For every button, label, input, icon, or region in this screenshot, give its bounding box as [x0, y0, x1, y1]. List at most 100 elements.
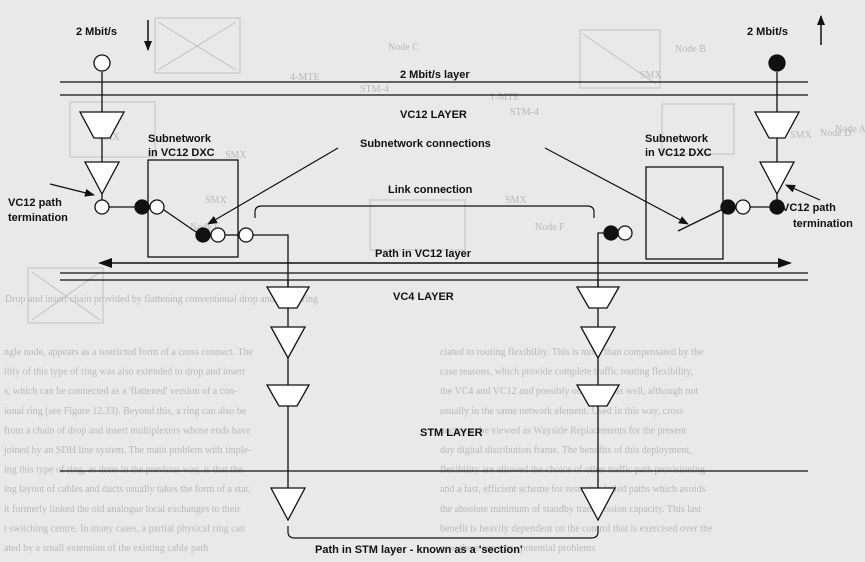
bg-smx-label: 4-MTE — [290, 72, 319, 83]
bg-smx-label: SMX — [790, 130, 812, 141]
link-line-right — [597, 232, 604, 287]
bg-text-line: joined by an SDH line system. The main p… — [3, 445, 251, 456]
adaptation-trapezoid-icon — [575, 286, 621, 309]
bg-text-line: the VC4 and VC12 and possibly other VCs … — [440, 386, 699, 397]
termination-triangle-icon — [269, 326, 307, 360]
adaptation-trapezoid-icon — [753, 111, 801, 139]
filled-circle-icon — [134, 199, 150, 215]
subnetwork-connection-line — [677, 209, 722, 232]
bg-smx-label: SMX — [205, 195, 227, 206]
subnetwork-connections-label: Subnetwork connections — [360, 138, 491, 150]
subnet-right-line2: in VC12 DXC — [645, 147, 712, 159]
subnet-right-line1: Subnetwork — [645, 133, 709, 145]
link-line-left — [253, 234, 289, 287]
callout-arrow — [544, 147, 689, 225]
bg-left-column: ngle node, appears as a restricted form … — [3, 347, 253, 554]
bg-smx-label: SMX — [640, 70, 662, 81]
link-connection-label: Link connection — [388, 184, 473, 196]
subnetwork-connection-line — [163, 209, 197, 233]
bg-text-line: now there are some potential problems — [440, 543, 595, 554]
bg-text-line: ated by a small extension of the existin… — [4, 543, 208, 554]
adaptation-trapezoid-icon — [265, 384, 311, 407]
bg-text-line: the absolute minimum of standby transmis… — [440, 504, 701, 515]
open-circle-icon — [94, 199, 110, 215]
layer-2m-label: 2 Mbit/s layer — [400, 69, 470, 81]
filled-circle-icon — [768, 54, 786, 72]
bg-text-line: ngle node, appears as a restricted form … — [4, 347, 253, 358]
bg-node-label: Node D — [820, 128, 851, 139]
rate-label-left: 2 Mbit/s — [76, 26, 117, 38]
adaptation-trapezoid-icon — [265, 286, 311, 309]
subnet-left-line2: in VC12 DXC — [148, 147, 215, 159]
open-circle-icon — [735, 199, 751, 215]
bg-shapes — [27, 17, 735, 324]
path-stm-label: Path in STM layer - known as a 'section' — [315, 544, 523, 556]
subnetwork-box-left — [147, 159, 239, 258]
term-left-line1: VC12 path — [8, 197, 62, 209]
bg-smx-label: STM-4 — [360, 84, 389, 95]
callout-arrow — [207, 147, 339, 225]
open-circle-icon — [149, 199, 165, 215]
bg-text-line: benefit is heavily dependent on the cont… — [440, 523, 713, 534]
filled-circle-icon — [720, 199, 736, 215]
termination-triangle-icon — [758, 161, 796, 196]
term-right-line2: termination — [793, 218, 853, 230]
bg-text-line: from a chain of drop and insert multiple… — [4, 425, 251, 436]
pointer-arrow — [785, 184, 821, 201]
bg-text-line: ing this type of ring, as done in the pr… — [4, 465, 243, 476]
bg-text-line: flexibility are allowed the choice of ot… — [440, 465, 705, 476]
layer-vc12-label: VC12 LAYER — [400, 109, 467, 121]
open-circle-icon — [617, 225, 633, 241]
bg-text-line: s, which can be connected as a 'flattene… — [4, 386, 238, 397]
bg-smx-label: SMX — [225, 150, 247, 161]
bg-text-line: t switching centre. In many cases, a par… — [4, 523, 245, 534]
bg-text-line: ional ring (see Figure 12.33). Beyond th… — [4, 406, 247, 417]
bg-node-label: Node C — [388, 42, 419, 53]
subnetwork-box-right — [645, 166, 724, 260]
bg-caption: Drop and insert chain provided by flatte… — [5, 294, 318, 305]
bg-node-label: Node A — [835, 124, 865, 135]
bg-text-line: nects can be viewed as Wayside Replaceme… — [440, 425, 687, 436]
layer-vc4-label: VC4 LAYER — [393, 291, 454, 303]
termination-triangle-icon — [269, 487, 307, 522]
bg-smx-label: SMX — [505, 195, 527, 206]
filled-circle-icon — [195, 227, 211, 243]
bg-text-line: ility of this type of ring was also exte… — [4, 367, 245, 378]
layer-stm-label: STM LAYER — [420, 427, 483, 439]
open-circle-icon — [238, 227, 254, 243]
adaptation-trapezoid-icon — [78, 111, 126, 139]
bg-smx-label: STM-4 — [510, 107, 539, 118]
bg-text-line: case reasons, which provide complete tra… — [440, 367, 693, 378]
pointer-arrow — [49, 183, 95, 197]
bg-text-line: day digital distribution frame. The bene… — [440, 445, 691, 456]
termination-triangle-icon — [579, 326, 617, 360]
term-right-line1: VC12 path — [782, 202, 836, 214]
stm-path-bracket — [287, 526, 599, 539]
term-left-line2: termination — [8, 212, 68, 224]
open-circle-icon — [210, 227, 226, 243]
open-circle-icon — [93, 54, 111, 72]
filled-circle-icon — [603, 225, 619, 241]
bg-text-line: ing layout of cables and ducts usually t… — [4, 484, 251, 495]
path-vc12-label: Path in VC12 layer — [375, 248, 472, 260]
termination-triangle-icon — [83, 161, 121, 196]
arrowhead-left-icon — [98, 258, 112, 268]
arrowhead-right-icon — [778, 258, 792, 268]
bg-text-line: ciated to routing flexibility. This is m… — [440, 347, 704, 358]
termination-triangle-icon — [579, 487, 617, 522]
bg-node-label: Node B — [675, 44, 706, 55]
bg-text-line: it formerly linked the old analogue loca… — [4, 504, 241, 515]
bg-node-label: Node F — [535, 222, 565, 233]
bg-text-line: and a fast, efficient scheme for restori… — [440, 484, 706, 495]
bg-right-column: ciated to routing flexibility. This is m… — [440, 347, 713, 554]
rate-label-right: 2 Mbit/s — [747, 26, 788, 38]
adaptation-trapezoid-icon — [575, 384, 621, 407]
bg-text-line: usually in the same network element. Use… — [440, 406, 683, 417]
subnet-left-line1: Subnetwork — [148, 133, 212, 145]
bg-smx-label: 1-MTE — [490, 92, 519, 103]
link-connection-bracket — [254, 205, 595, 218]
bg-node-label: Node E — [190, 222, 220, 233]
